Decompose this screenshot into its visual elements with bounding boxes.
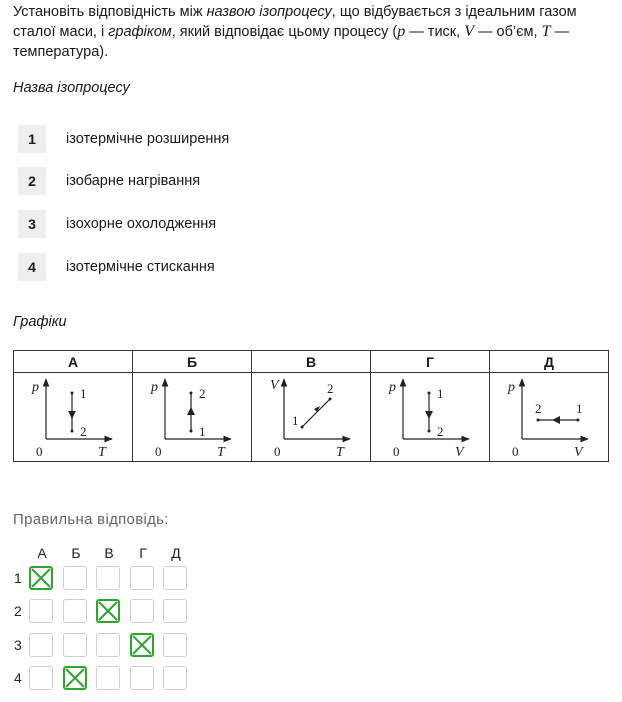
cross-mark-icon: [98, 601, 118, 621]
graph-b: p T 0 2 1: [150, 378, 232, 460]
process-item-2: 2 ізобарне нагрівання: [18, 166, 200, 196]
answer-cell[interactable]: [163, 633, 187, 657]
answer-column-header: В: [104, 545, 114, 561]
answer-row-header: 1: [14, 570, 22, 586]
process-number: 4: [18, 253, 46, 281]
answer-cell-selected[interactable]: [63, 666, 87, 690]
answer-cell-selected[interactable]: [130, 633, 154, 657]
answer-cell[interactable]: [163, 566, 187, 590]
y-axis-label: V: [270, 378, 280, 393]
x-axis-label: T: [98, 445, 107, 460]
answer-column-header: Д: [171, 545, 181, 561]
answer-cell-selected[interactable]: [29, 566, 53, 590]
graph-header-g: Г: [370, 350, 490, 373]
answer-column-header: А: [37, 545, 47, 561]
point-label: 2: [327, 381, 334, 396]
y-axis-label: p: [150, 380, 158, 395]
direction-arrow: [68, 411, 76, 419]
process-item-4: 4 ізотермічне стискання: [18, 252, 215, 282]
answer-cell[interactable]: [63, 633, 87, 657]
process-item-1: 1 ізотермічне розширення: [18, 124, 229, 154]
graph-g: p V 0 1 2: [388, 378, 470, 460]
answer-label: Правильна відповідь:: [13, 511, 169, 528]
answer-row-header: 3: [14, 637, 22, 653]
x-axis-label: V: [574, 445, 584, 460]
cross-mark-icon: [65, 668, 85, 688]
answer-cell-selected[interactable]: [96, 599, 120, 623]
answer-cell[interactable]: [63, 599, 87, 623]
graph-header-a: А: [13, 350, 133, 373]
answer-cell[interactable]: [29, 666, 53, 690]
origin-label: 0: [393, 444, 400, 459]
point-label: 1: [292, 413, 299, 428]
y-axis-label: p: [388, 380, 396, 395]
answer-cell[interactable]: [29, 633, 53, 657]
process-text: ізотермічне розширення: [66, 131, 230, 147]
point-label: 2: [80, 424, 87, 439]
direction-arrow: [187, 407, 195, 415]
answer-cell[interactable]: [163, 666, 187, 690]
x-axis-label: T: [336, 445, 345, 460]
direction-arrow: [552, 416, 560, 424]
graphs-title: Графіки: [13, 314, 67, 330]
answer-cell[interactable]: [130, 599, 154, 623]
graph-header-d: Д: [489, 350, 609, 373]
x-axis-label: T: [217, 445, 226, 460]
point-label: 1: [199, 424, 206, 439]
answer-cell[interactable]: [96, 666, 120, 690]
point-label: 2: [437, 424, 444, 439]
cross-mark-icon: [132, 635, 152, 655]
answer-cell[interactable]: [63, 566, 87, 590]
y-axis-label: p: [31, 380, 39, 395]
graphs-table: А Б В Г Д p T 0: [13, 350, 609, 462]
point-label: 1: [437, 386, 444, 401]
direction-arrow: [314, 406, 320, 412]
answer-column-header: Б: [71, 545, 81, 561]
graph-cell-d: p V 0 2 1: [489, 372, 609, 462]
origin-label: 0: [274, 444, 281, 459]
answer-row-header: 2: [14, 603, 22, 619]
answer-row-header: 4: [14, 670, 22, 686]
process-number: 2: [18, 167, 46, 195]
graph-d: p V 0 2 1: [507, 378, 589, 460]
point-label: 2: [535, 401, 542, 416]
answer-cell[interactable]: [96, 566, 120, 590]
graph-header-b: Б: [132, 350, 252, 373]
graph-header-v: В: [251, 350, 371, 373]
point-label: 1: [80, 386, 87, 401]
graph-cell-b: p T 0 2 1: [132, 372, 252, 462]
process-line: [301, 398, 331, 428]
process-text: ізотермічне стискання: [66, 259, 215, 275]
graph-cell-v: V T 0 1 2: [251, 372, 371, 462]
answer-cell[interactable]: [130, 566, 154, 590]
direction-arrow: [425, 411, 433, 419]
answer-column-header: Г: [139, 545, 147, 561]
graph-cell-a: p T 0 1 2: [13, 372, 133, 462]
y-axis-label: p: [507, 380, 515, 395]
origin-label: 0: [155, 444, 162, 459]
origin-label: 0: [512, 444, 519, 459]
answer-cell[interactable]: [163, 599, 187, 623]
cross-mark-icon: [31, 568, 51, 588]
question-text: Установіть відповідність між назвою ізоп…: [13, 4, 577, 60]
graph-cell-g: p V 0 1 2: [370, 372, 490, 462]
processes-title: Назва ізопроцесу: [13, 80, 130, 96]
process-item-3: 3 ізохорне охолодження: [18, 209, 216, 239]
process-number: 3: [18, 210, 46, 238]
graph-a: p T 0 1 2: [31, 378, 113, 460]
graph-v: V T 0 1 2: [270, 378, 351, 460]
point-label: 2: [199, 386, 206, 401]
answer-cell[interactable]: [96, 633, 120, 657]
origin-label: 0: [36, 444, 43, 459]
process-text: ізобарне нагрівання: [66, 173, 201, 189]
answer-cell[interactable]: [29, 599, 53, 623]
process-text: ізохорне охолодження: [66, 216, 217, 232]
x-axis-label: V: [455, 445, 465, 460]
answer-cell[interactable]: [130, 666, 154, 690]
process-number: 1: [18, 125, 46, 153]
point-label: 1: [576, 401, 583, 416]
